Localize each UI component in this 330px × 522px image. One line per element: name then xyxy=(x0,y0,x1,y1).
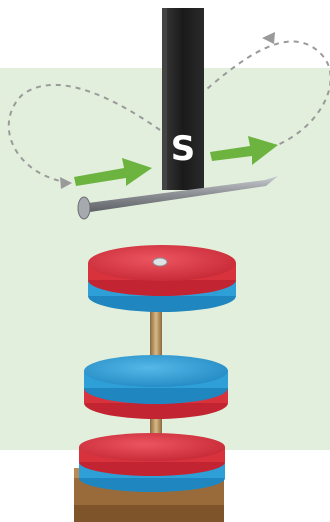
nail-head xyxy=(78,197,90,219)
ring-magnet-bottom xyxy=(79,433,225,492)
ring-magnet-top xyxy=(88,245,236,312)
ring-hole xyxy=(153,258,167,266)
magnet-pole-label: S xyxy=(171,129,196,169)
field-arrowhead-top xyxy=(262,32,275,44)
ring-magnet-middle xyxy=(84,355,228,419)
bar-magnet-edge xyxy=(162,8,167,190)
